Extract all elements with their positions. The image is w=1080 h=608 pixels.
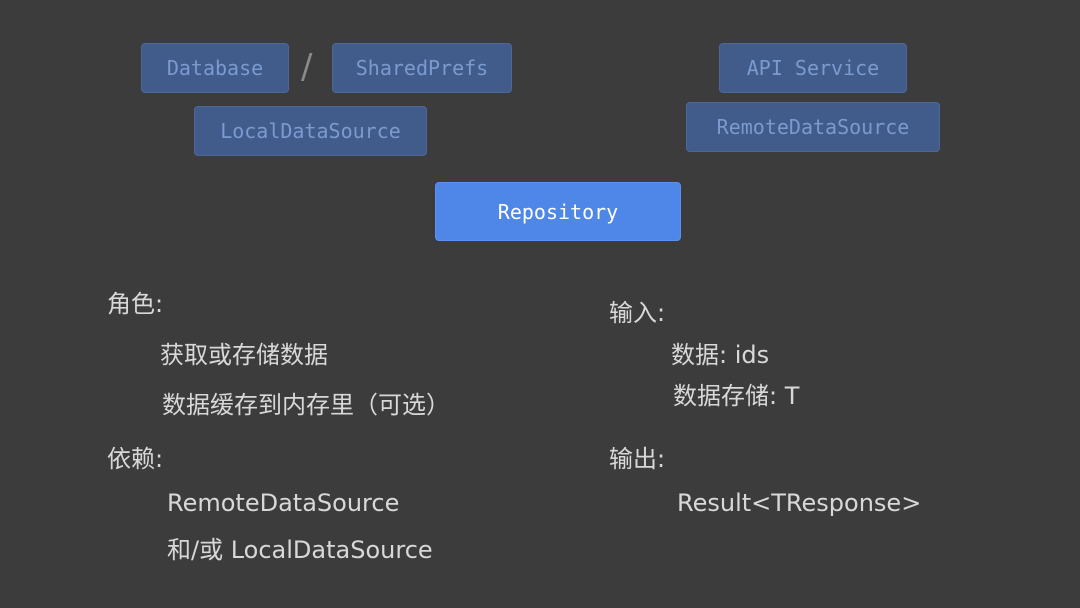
shared-prefs-label: SharedPrefs	[355, 56, 489, 80]
database-box: Database	[141, 43, 289, 93]
remote-data-source-label: RemoteDataSource	[716, 115, 910, 139]
local-data-source-label: LocalDataSource	[220, 119, 401, 143]
input-item: 数据: ids	[671, 341, 770, 369]
role-item: 数据缓存到内存里（可选）	[162, 391, 450, 419]
local-data-source-box: LocalDataSource	[194, 106, 427, 156]
api-service-box: API Service	[719, 43, 907, 93]
repository-label: Repository	[497, 199, 619, 224]
remote-data-source-box: RemoteDataSource	[686, 102, 940, 152]
dependencies-heading: 依赖:	[107, 445, 164, 473]
api-service-label: API Service	[746, 56, 880, 80]
input-item: 数据存储: T	[673, 382, 800, 410]
role-item: 获取或存储数据	[160, 341, 328, 369]
database-label: Database	[166, 56, 264, 80]
dependency-item: RemoteDataSource	[167, 489, 400, 517]
output-heading: 输出:	[609, 445, 666, 473]
separator-slash: /	[301, 47, 313, 87]
shared-prefs-box: SharedPrefs	[332, 43, 512, 93]
dependency-item: 和/或 LocalDataSource	[167, 536, 433, 564]
role-heading: 角色:	[107, 290, 164, 318]
output-item: Result<TResponse>	[677, 489, 922, 517]
input-heading: 输入:	[609, 299, 666, 327]
repository-box: Repository	[435, 182, 681, 241]
